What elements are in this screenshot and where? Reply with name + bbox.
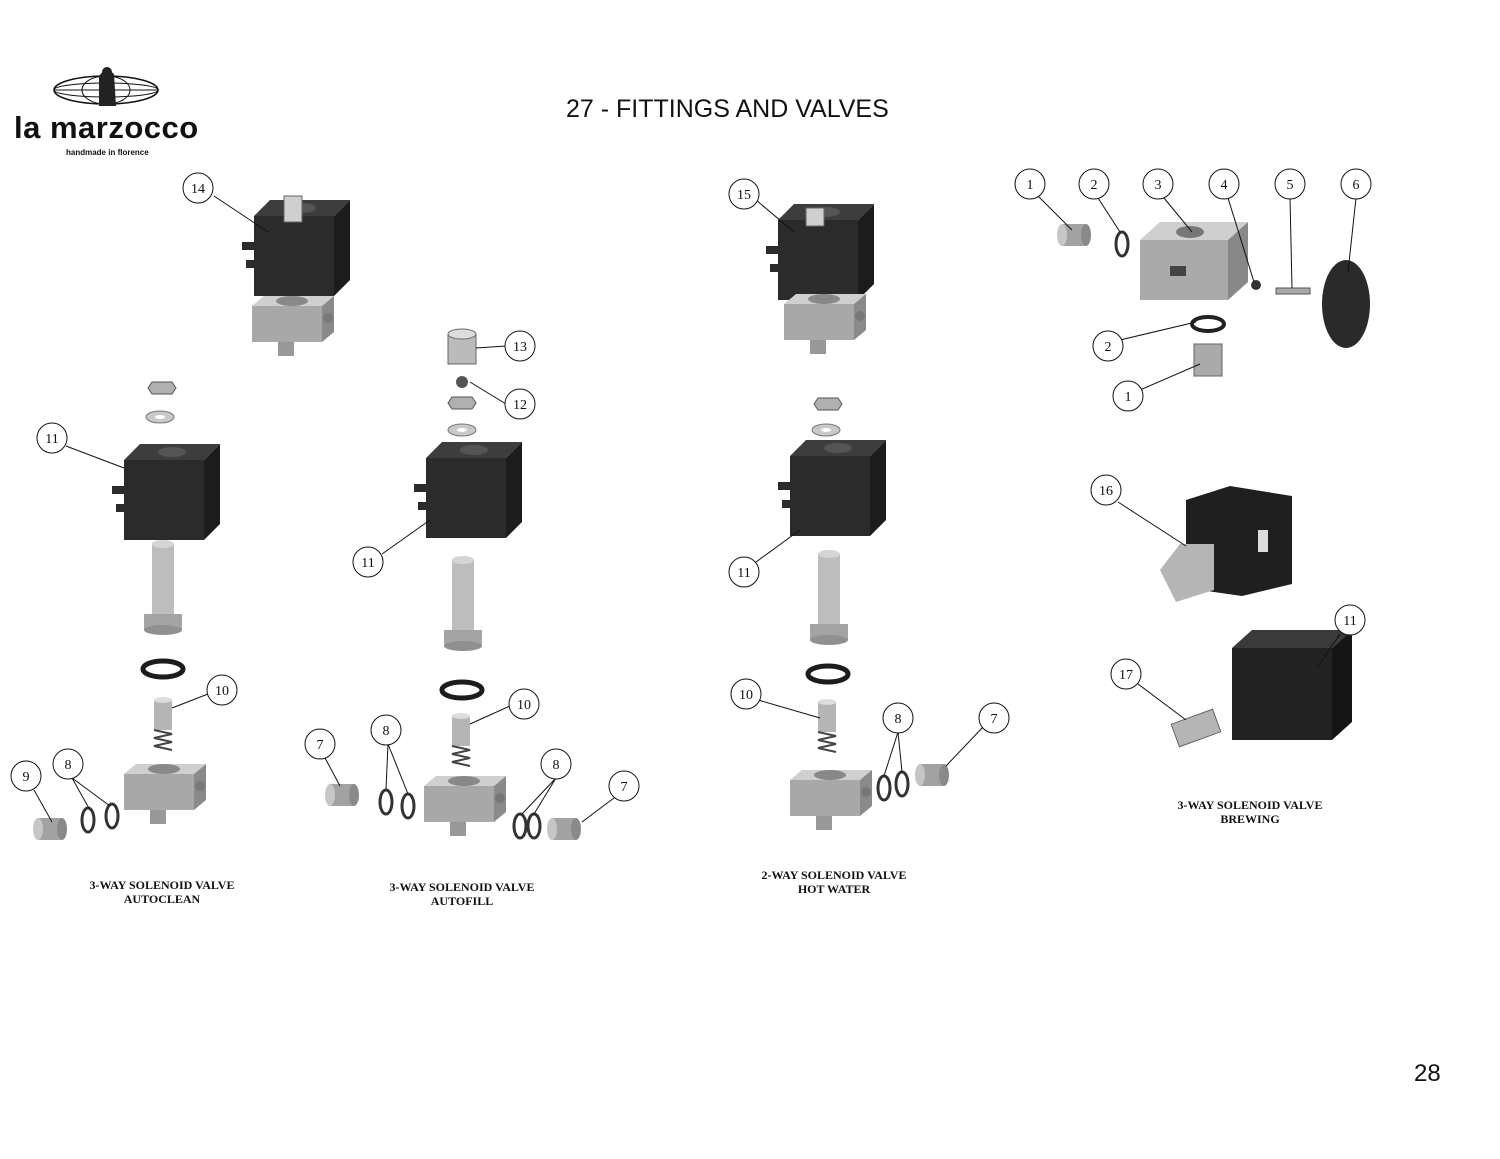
svg-text:8: 8 — [65, 758, 72, 773]
caption-autoclean: 3-WAY SOLENOID VALVE AUTOCLEAN — [42, 878, 282, 906]
svg-text:2: 2 — [1105, 340, 1112, 355]
caption-line1: 3-WAY SOLENOID VALVE — [89, 878, 235, 892]
caption-hot-water: 2-WAY SOLENOID VALVE HOT WATER — [714, 868, 954, 896]
svg-text:16: 16 — [1099, 484, 1113, 499]
callout-8: 8 — [52, 748, 111, 811]
svg-text:10: 10 — [739, 688, 753, 703]
page-title: 27 - FITTINGS AND VALVES — [566, 95, 889, 123]
callout-13: 13 — [475, 330, 536, 362]
svg-text:10: 10 — [215, 684, 229, 699]
svg-text:9: 9 — [23, 770, 30, 785]
la-marzocco-logo — [53, 67, 159, 106]
svg-text:13: 13 — [513, 340, 527, 355]
callout-1a: 1 — [1014, 168, 1073, 231]
logo-tagline: handmade in florence — [66, 148, 149, 157]
hot-water-assembly — [766, 204, 949, 830]
caption-line1: 2-WAY SOLENOID VALVE — [761, 868, 907, 882]
svg-text:4: 4 — [1221, 178, 1228, 193]
callout-7a: 7 — [304, 728, 341, 787]
svg-text:7: 7 — [621, 780, 628, 795]
callout-2b: 2 — [1092, 321, 1197, 362]
page-number: 28 — [1414, 1060, 1441, 1087]
svg-text:17: 17 — [1119, 668, 1133, 683]
callout-10: 10 — [171, 674, 238, 709]
callout-12: 12 — [469, 381, 536, 420]
svg-text:7: 7 — [317, 738, 324, 753]
caption-brewing: 3-WAY SOLENOID VALVE BREWING — [1130, 798, 1370, 826]
caption-line1: 3-WAY SOLENOID VALVE — [389, 880, 535, 894]
callout-7c: 7 — [945, 702, 1010, 767]
caption-autofill: 3-WAY SOLENOID VALVE AUTOFILL — [342, 880, 582, 908]
svg-text:12: 12 — [513, 398, 527, 413]
caption-line2: HOT WATER — [797, 882, 871, 896]
callouts: 14 11 10 9 8 13 12 11 10 7 8 8 7 15 11 1… — [10, 168, 1372, 823]
callout-6: 6 — [1340, 168, 1372, 273]
callout-3: 3 — [1142, 168, 1193, 233]
svg-text:6: 6 — [1353, 178, 1360, 193]
svg-text:11: 11 — [1343, 614, 1356, 629]
callout-11d: 11 — [1317, 604, 1366, 667]
svg-text:3: 3 — [1155, 178, 1162, 193]
caption-line1: 3-WAY SOLENOID VALVE — [1177, 798, 1323, 812]
callout-11: 11 — [36, 422, 125, 469]
callout-2a: 2 — [1078, 168, 1121, 233]
logo-wordmark: la marzocco — [14, 110, 199, 145]
brewing-block-assembly — [1057, 222, 1370, 377]
svg-text:14: 14 — [191, 182, 205, 197]
autoclean-assembly — [33, 195, 350, 840]
svg-text:5: 5 — [1287, 178, 1294, 193]
svg-text:8: 8 — [383, 724, 390, 739]
svg-text:15: 15 — [737, 188, 751, 203]
autofill-assembly — [325, 328, 581, 840]
brewing-valve-assembly — [1160, 486, 1352, 748]
svg-text:11: 11 — [45, 432, 58, 447]
svg-text:8: 8 — [895, 712, 902, 727]
callout-8b: 8 — [370, 714, 409, 795]
svg-text:11: 11 — [737, 566, 750, 581]
callout-8d: 8 — [882, 702, 914, 777]
callout-10b: 10 — [469, 688, 540, 725]
svg-text:11: 11 — [361, 556, 374, 571]
svg-text:1: 1 — [1027, 178, 1034, 193]
caption-line2: BREWING — [1220, 812, 1280, 826]
callout-1b: 1 — [1112, 363, 1201, 412]
callout-17: 17 — [1110, 658, 1187, 721]
svg-text:8: 8 — [553, 758, 560, 773]
callout-11b: 11 — [352, 519, 431, 578]
callout-10c: 10 — [730, 678, 821, 719]
svg-text:10: 10 — [517, 698, 531, 713]
callout-5: 5 — [1274, 168, 1306, 289]
caption-line2: AUTOCLEAN — [123, 892, 201, 906]
callout-15: 15 — [728, 178, 795, 233]
callout-4: 4 — [1208, 168, 1255, 283]
callout-7b: 7 — [581, 770, 640, 823]
callout-8c: 8 — [521, 748, 572, 815]
callout-14: 14 — [182, 172, 269, 233]
svg-text:2: 2 — [1091, 178, 1098, 193]
callout-9: 9 — [10, 760, 53, 823]
caption-line2: AUTOFILL — [430, 894, 494, 908]
svg-text:7: 7 — [991, 712, 998, 727]
callout-11c: 11 — [728, 529, 801, 588]
callout-16: 16 — [1090, 474, 1187, 547]
svg-text:1: 1 — [1125, 390, 1132, 405]
